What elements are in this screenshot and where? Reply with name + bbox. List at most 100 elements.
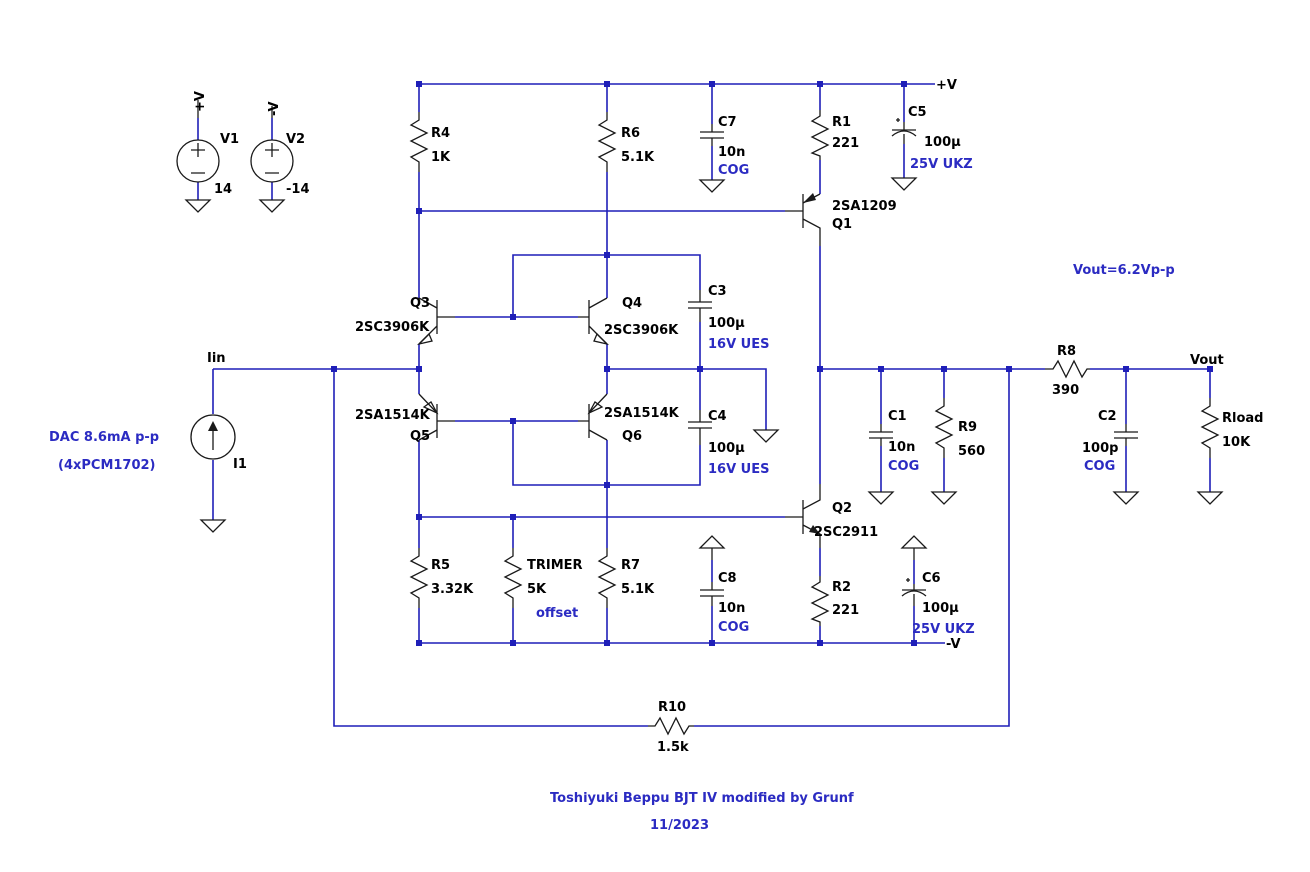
q1-ref: Q1 [832,217,852,232]
ground-icon [199,519,227,533]
q5-part: 2SA1514K [355,408,431,423]
capacitor-c3 [688,290,712,322]
r9-ref: R9 [958,420,977,435]
c3-ref: C3 [708,284,727,299]
r10-ref: R10 [658,700,686,715]
i1-ref: I1 [233,457,247,472]
transistor-q4 [578,297,610,346]
r9-value: 560 [958,444,985,459]
q2-ref: Q2 [832,501,852,516]
r4-ref: R4 [431,126,450,141]
r2-value: 221 [832,603,859,618]
current-source-i1 [190,414,236,460]
c4-value: 100µ [708,441,745,456]
c7-value: 10n [718,145,745,160]
ground-icon [698,535,726,560]
title-line2: 11/2023 [650,818,709,833]
c2-note: COG [1084,459,1115,474]
ground-icon [1112,491,1140,505]
node-label-vout: Vout [1190,353,1224,368]
resistor-r6 [597,112,617,172]
v2-value: -14 [286,182,310,197]
c1-note: COG [888,459,919,474]
c7-ref: C7 [718,115,737,130]
c6-note: 25V UKZ [912,622,975,637]
q3-part: 2SC3906K [355,320,430,335]
resistor-r9 [934,398,954,458]
capacitor-c1 [869,424,893,446]
junction-dots [331,81,1213,646]
v1-value: 14 [214,182,232,197]
rail-label-pos: +V [936,78,957,93]
c8-ref: C8 [718,571,737,586]
c1-value: 10n [888,440,915,455]
labels: +V -V +V -V Iin Vout V1 14 V2 -14 I1 R4 … [49,78,1263,833]
c2-value: 100p [1082,441,1118,456]
resistor-trimer [503,548,523,608]
r4-value: 1K [431,150,451,165]
resistor-r5 [409,548,429,608]
dac-note-line1: DAC 8.6mA p-p [49,430,159,445]
ground-icon [258,199,286,213]
resistor-r8 [1045,359,1090,379]
q3-ref: Q3 [410,296,430,311]
c8-note: COG [718,620,749,635]
capacitor-c4 [688,410,712,445]
r1-ref: R1 [832,115,851,130]
capacitor-c2 [1114,424,1138,446]
voltage-source-v2 [250,106,294,183]
capacitor-c6 [901,578,927,606]
resistor-r7 [597,548,617,608]
source-symbols [176,100,294,460]
trimer-value: 5K [527,582,547,597]
capacitor-c8 [700,582,724,606]
v1-rail-label: +V [193,91,208,112]
transistor-symbols [416,193,821,548]
c4-note: 16V UES [708,462,769,477]
r6-value: 5.1K [621,150,655,165]
trimer-note: offset [536,606,578,621]
ground-icon [867,491,895,505]
r7-ref: R7 [621,558,640,573]
v1-ref: V1 [220,132,239,147]
resistor-symbols [409,110,1220,736]
c5-value: 100µ [924,135,961,150]
r5-ref: R5 [431,558,450,573]
c3-value: 100µ [708,316,745,331]
resistor-r1 [810,110,830,160]
r10-value: 1.5k [657,740,689,755]
c7-note: COG [718,163,749,178]
rload-value: 10K [1222,435,1251,450]
dac-note-line2: (4xPCM1702) [58,458,156,473]
r7-value: 5.1K [621,582,655,597]
c4-ref: C4 [708,409,727,424]
ground-icon [698,179,726,193]
q4-ref: Q4 [622,296,642,311]
r8-value: 390 [1052,383,1079,398]
resistor-r4 [409,112,429,172]
ground-icon [1196,491,1224,505]
r5-value: 3.32K [431,582,474,597]
q1-part: 2SA1209 [832,199,897,214]
c5-ref: C5 [908,105,927,120]
transistor-q2 [785,484,821,548]
capacitor-symbols [688,118,1138,606]
ground-icon [752,429,780,443]
v2-ref: V2 [286,132,305,147]
voltage-source-v1 [176,100,220,183]
c6-ref: C6 [922,571,941,586]
capacitor-c7 [700,124,724,146]
node-label-iin: Iin [207,351,226,366]
v2-rail-label: -V [267,101,282,116]
q6-part: 2SA1514K [604,406,680,421]
r1-value: 221 [832,136,859,151]
resistor-rload [1200,398,1220,458]
c5-note: 25V UKZ [910,157,973,172]
c3-note: 16V UES [708,337,769,352]
ground-icon [900,535,928,560]
rload-ref: Rload [1222,411,1263,426]
title-line1: Toshiyuki Beppu BJT IV modified by Grunf [550,791,854,806]
c2-ref: C2 [1098,409,1117,424]
r6-ref: R6 [621,126,640,141]
